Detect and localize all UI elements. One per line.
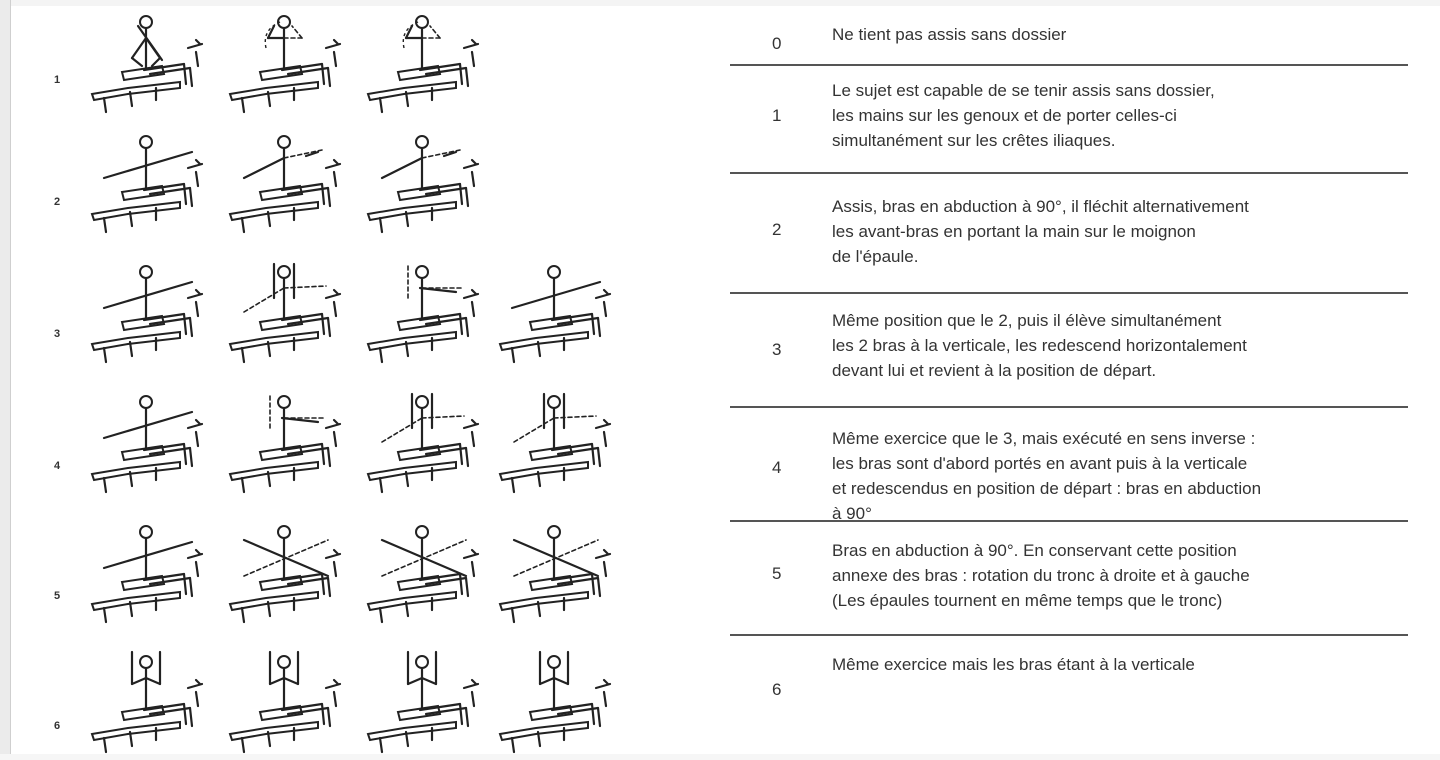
frame-top xyxy=(0,0,1440,6)
stick-figure-exercise-1-2 xyxy=(222,8,352,120)
stick-figure-exercise-6-4 xyxy=(492,648,622,760)
stick-figure-exercise-3-4 xyxy=(492,258,622,370)
stick-figure-exercise-5-1 xyxy=(84,518,214,630)
level-number: 3 xyxy=(772,340,782,359)
level-number: 1 xyxy=(772,106,782,125)
level-description: Même position que le 2, puis il élève si… xyxy=(832,311,1247,380)
stick-figure-exercise-3-3 xyxy=(360,258,490,370)
stick-figure-exercise-5-4 xyxy=(492,518,622,630)
level-number: 5 xyxy=(772,564,782,583)
figure-row-label-6: 6 xyxy=(54,720,61,732)
stick-figure-exercise-3-1 xyxy=(84,258,214,370)
row-separator xyxy=(730,634,1408,636)
stick-figure-exercise-1-1 xyxy=(84,8,214,120)
stick-figure-exercise-6-1 xyxy=(84,648,214,760)
figure-row-label-4: 4 xyxy=(54,460,61,472)
level-number: 4 xyxy=(772,458,782,477)
figure-row-label-1: 1 xyxy=(54,74,61,86)
level-number: 6 xyxy=(772,680,782,699)
stick-figure-exercise-6-3 xyxy=(360,648,490,760)
level-description: Assis, bras en abduction à 90°, il fléch… xyxy=(832,197,1249,266)
row-separator xyxy=(730,520,1408,522)
row-separator xyxy=(730,406,1408,408)
stick-figure-exercise-4-1 xyxy=(84,388,214,500)
stick-figure-exercise-4-2 xyxy=(222,388,352,500)
level-description: Le sujet est capable de se tenir assis s… xyxy=(832,81,1215,150)
frame-bottom xyxy=(0,754,1440,760)
exercise-illustration-panel: 1 2 3 4 5 6 xyxy=(40,8,660,756)
row-separator xyxy=(730,64,1408,66)
figure-row-label-2: 2 xyxy=(54,196,61,208)
figure-row-label-5: 5 xyxy=(54,590,61,602)
stick-figure-exercise-2-1 xyxy=(84,128,214,240)
stick-figure-exercise-5-3 xyxy=(360,518,490,630)
level-number: 2 xyxy=(772,220,782,239)
stick-figure-exercise-4-4 xyxy=(492,388,622,500)
level-description: Bras en abduction à 90°. En conservant c… xyxy=(832,541,1250,610)
level-description: Même exercice que le 3, mais exécuté en … xyxy=(832,429,1262,523)
row-separator xyxy=(730,292,1408,294)
stick-figure-exercise-6-2 xyxy=(222,648,352,760)
level-description: Ne tient pas assis sans dossier xyxy=(832,25,1067,44)
frame-left xyxy=(0,0,11,760)
level-description: Même exercice mais les bras étant à la v… xyxy=(832,655,1195,674)
stick-figure-exercise-3-2 xyxy=(222,258,352,370)
stick-figure-exercise-5-2 xyxy=(222,518,352,630)
stick-figure-exercise-1-3 xyxy=(360,8,490,120)
level-number: 0 xyxy=(772,34,782,53)
figure-row-label-3: 3 xyxy=(54,328,61,340)
stick-figure-exercise-2-2 xyxy=(222,128,352,240)
stick-figure-exercise-2-3 xyxy=(360,128,490,240)
stick-figure-exercise-4-3 xyxy=(360,388,490,500)
row-separator xyxy=(730,172,1408,174)
